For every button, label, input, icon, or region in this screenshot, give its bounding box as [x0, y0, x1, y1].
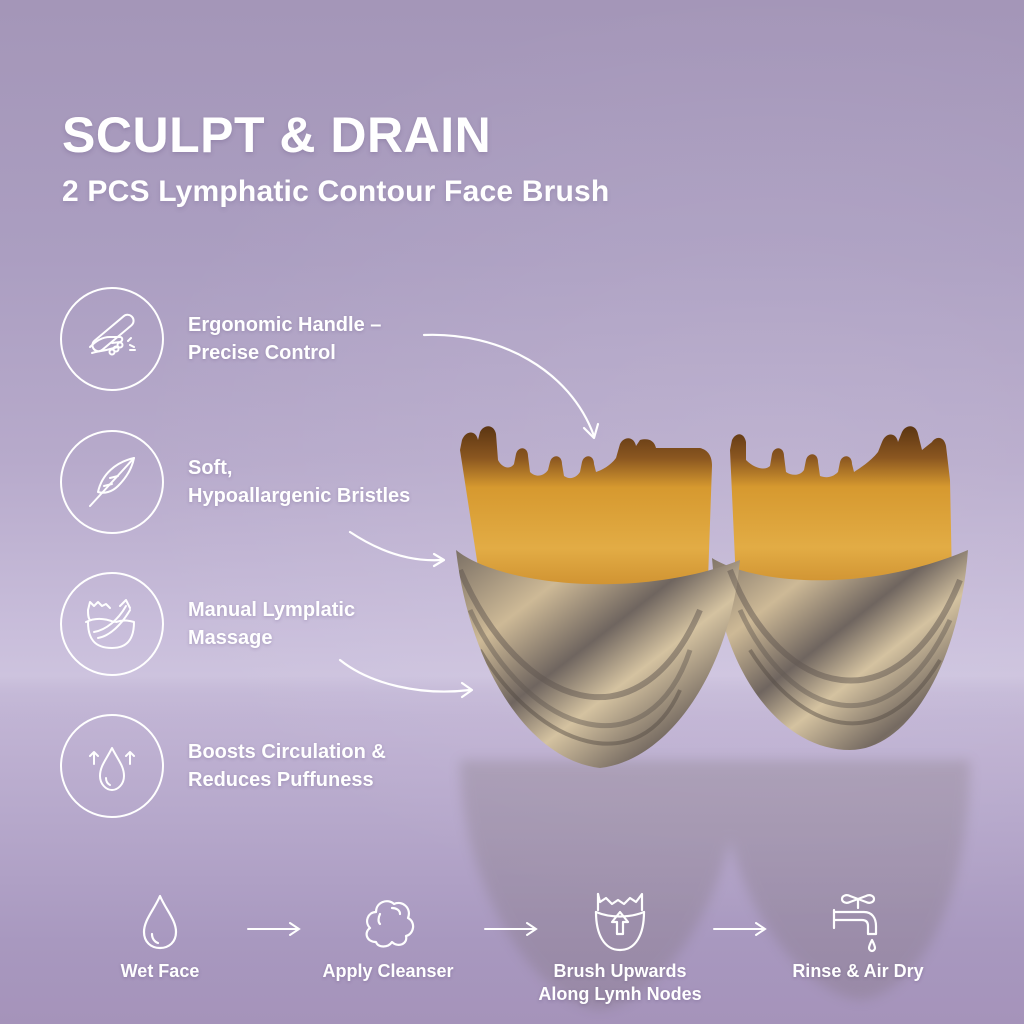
- feature-icon-ring: [60, 714, 164, 818]
- step-arrow-icon: [713, 922, 767, 936]
- brush-right: [712, 426, 968, 750]
- step-label: Wet Face: [120, 961, 200, 981]
- step-label: Rinse & Air Dry: [792, 961, 924, 981]
- faucet-icon: [832, 894, 878, 953]
- feature-icon-ring: [60, 430, 164, 534]
- feature-label: Manual Lymplatic Massage: [188, 599, 356, 649]
- feature-icon-ring: [60, 572, 164, 676]
- usage-steps: Wet Face Apply Cleanser Brush Upwards Al…: [0, 890, 1024, 1010]
- step-brush-upwards: Brush Upwards Along Lymh Nodes: [520, 890, 720, 1006]
- feature-label: Boosts Circulation & Reduces Puffuness: [188, 741, 386, 791]
- product-brushes: [456, 426, 968, 768]
- feature-icon-ring: [60, 287, 164, 391]
- page-title: SCULPT & DRAIN: [62, 107, 492, 163]
- brush-left: [456, 426, 740, 768]
- step-arrow-icon: [484, 922, 538, 936]
- step-label: Brush Upwards Along Lymh Nodes: [538, 961, 702, 1004]
- step-apply-cleanser: Apply Cleanser: [288, 890, 488, 983]
- water-drop-arrows-icon: [89, 747, 135, 791]
- feature-lymphatic-massage: Manual Lymplatic Massage: [60, 572, 460, 676]
- foam-cloud-icon: [365, 900, 415, 948]
- feature-soft-bristles: Soft, Hypoallargenic Bristles: [60, 430, 460, 534]
- page-subtitle: 2 PCS Lymphatic Contour Face Brush: [62, 175, 610, 208]
- step-arrow-icon: [247, 922, 301, 936]
- step-label: Apply Cleanser: [322, 961, 454, 981]
- feature-label: Soft, Hypoallargenic Bristles: [188, 457, 411, 507]
- feature-label: Ergonomic Handle – Precise Control: [188, 314, 382, 364]
- step-wet-face: Wet Face: [60, 890, 260, 983]
- feature-ergonomic-handle: Ergonomic Handle – Precise Control: [60, 287, 460, 391]
- brush-reflection: [460, 760, 970, 1010]
- arrow-to-bristles-icon: [348, 530, 444, 562]
- feather-icon: [89, 457, 135, 507]
- feature-circulation: Boosts Circulation & Reduces Puffuness: [60, 714, 460, 818]
- brush-massage-icon: [85, 599, 135, 649]
- brush-up-arrow-icon: [594, 892, 646, 952]
- hand-grip-icon: [89, 313, 136, 356]
- step-rinse-air-dry: Rinse & Air Dry: [758, 890, 958, 983]
- water-drop-icon: [142, 894, 178, 950]
